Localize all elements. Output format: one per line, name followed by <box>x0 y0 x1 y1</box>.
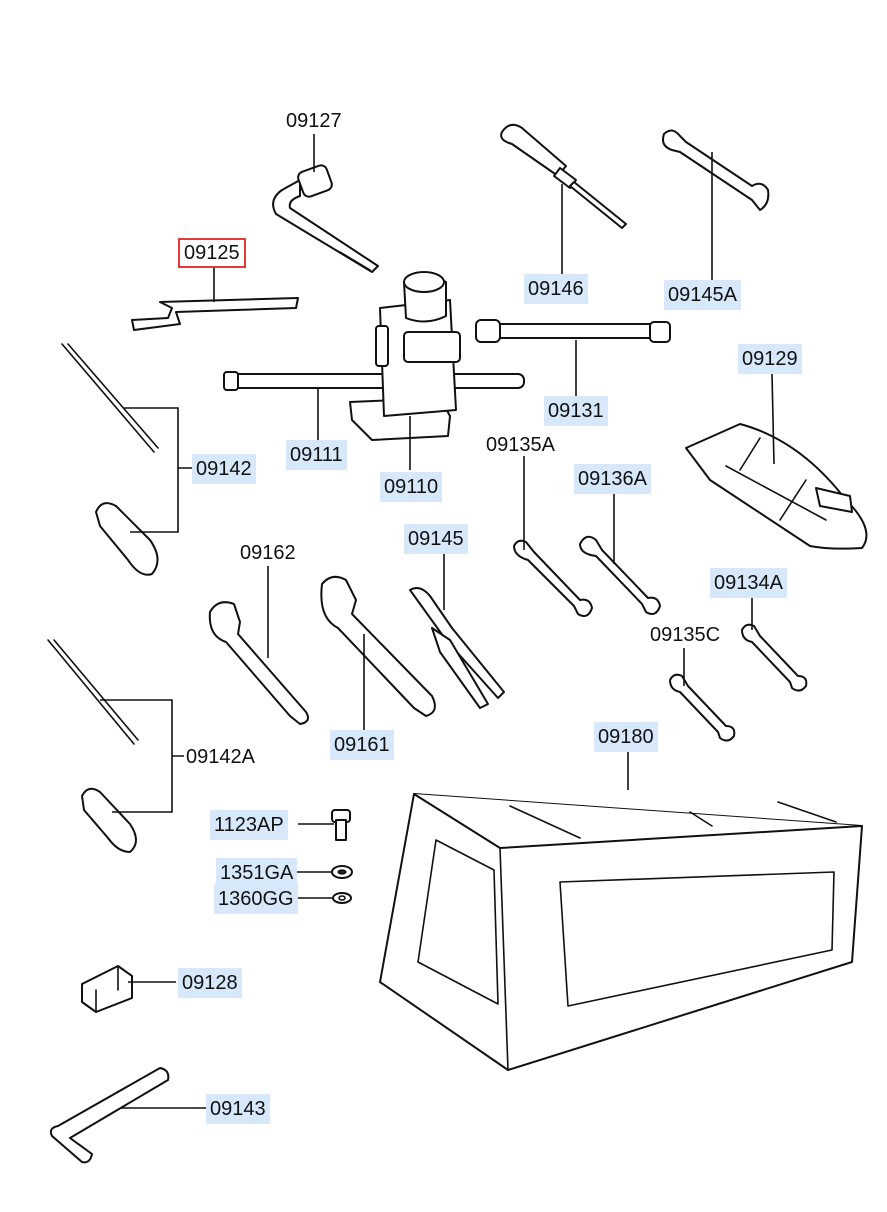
box-wrench-09127-drawing <box>272 164 379 273</box>
adjustable-wrench-09161-drawing <box>320 575 436 717</box>
wrench-09145A-drawing <box>662 129 770 211</box>
callout-09143[interactable]: 09143 <box>206 1094 270 1124</box>
tool-bag-09129-drawing <box>685 423 868 550</box>
washer-1360GG-drawing <box>332 892 352 904</box>
callout-1123AP[interactable]: 1123AP <box>210 810 288 840</box>
callout-09146[interactable]: 09146 <box>524 274 588 304</box>
wrench-09135C-drawing <box>669 673 736 742</box>
callout-09145A[interactable]: 09145A <box>664 280 741 310</box>
callout-09135A: 09135A <box>486 434 555 456</box>
callout-09134A[interactable]: 09134A <box>710 568 787 598</box>
adjustable-wrench-09162-drawing <box>208 601 309 725</box>
callout-1360GG[interactable]: 1360GG <box>214 884 298 914</box>
bar-09125-drawing <box>131 297 299 331</box>
callout-09125-selected[interactable]: 09125 <box>178 238 246 268</box>
screwdriver-09146-drawing <box>500 123 627 229</box>
callout-09161[interactable]: 09161 <box>330 730 394 760</box>
hex-wrench-09143-drawing <box>49 1067 170 1164</box>
bolt-1123AP-drawing <box>331 809 351 841</box>
tube-09131-drawing <box>475 319 671 343</box>
callout-09145[interactable]: 09145 <box>404 524 468 554</box>
jack-09110-drawing <box>349 271 461 441</box>
leader-lines <box>100 134 775 1109</box>
callout-09142[interactable]: 09142 <box>192 454 256 484</box>
wrench-09136A-drawing <box>579 535 661 615</box>
callout-09135C: 09135C <box>650 624 721 646</box>
pliers-09145-drawing <box>409 587 505 709</box>
callout-09128[interactable]: 09128 <box>178 968 242 998</box>
callout-09110[interactable]: 09110 <box>380 472 443 502</box>
callout-09127: 09127 <box>286 110 342 132</box>
callout-09142A: 09142A <box>186 746 255 768</box>
wrench-09134A-drawing <box>741 623 808 692</box>
washer-1351GA-drawing <box>331 865 353 879</box>
clip-09128-drawing <box>81 965 133 1013</box>
screwdriver-09142-drawing <box>61 343 159 576</box>
callout-09131[interactable]: 09131 <box>544 396 608 426</box>
screwdriver-09142A-drawing <box>47 639 139 853</box>
callout-1351GA[interactable]: 1351GA <box>216 858 298 888</box>
callout-09180[interactable]: 09180 <box>594 722 658 752</box>
callout-09129[interactable]: 09129 <box>738 344 802 374</box>
callout-09136A[interactable]: 09136A <box>574 464 651 494</box>
callout-09162: 09162 <box>240 542 296 564</box>
handle-09111-drawing <box>223 371 525 391</box>
wrench-09135A-drawing <box>513 539 593 617</box>
callout-09111[interactable]: 09111 <box>286 440 347 470</box>
tool-box-09180-drawing <box>379 793 863 1071</box>
